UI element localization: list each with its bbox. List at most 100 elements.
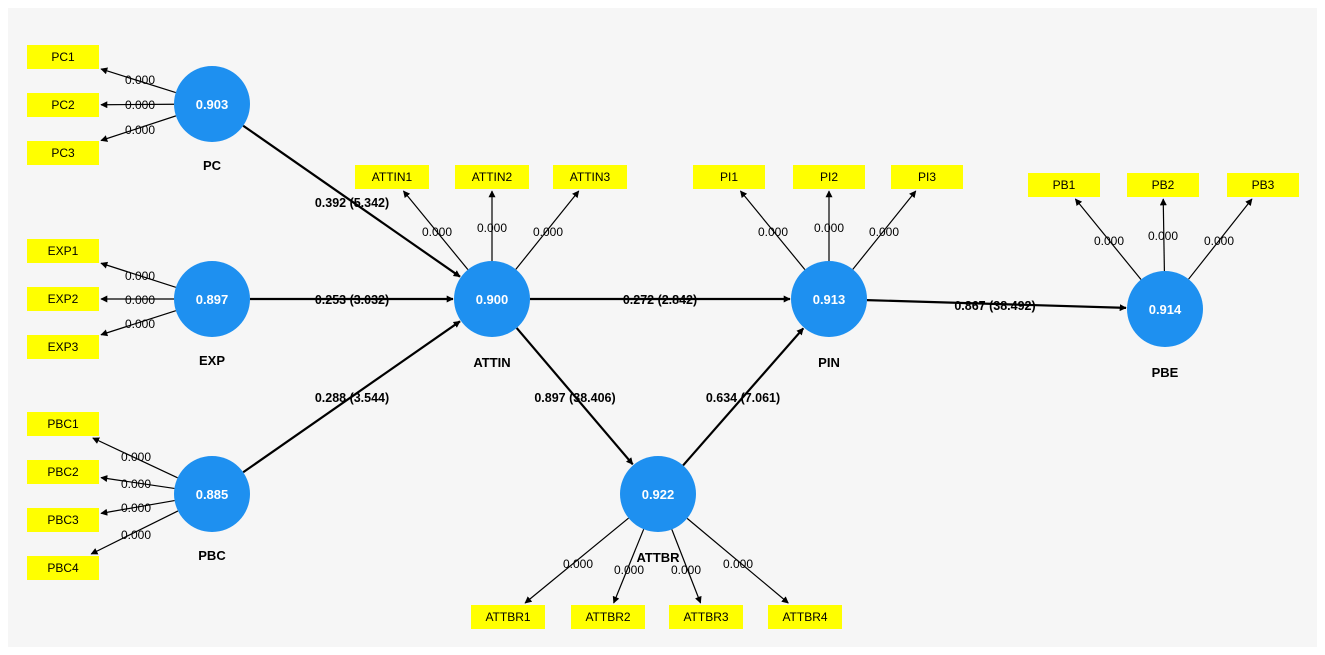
indicator-box [27,45,99,69]
path-coefficient-attin-pin: 0.272 (2.842) [623,293,697,307]
indicator-box [693,165,765,189]
indicator-pb3[interactable]: PB3 [1227,173,1299,197]
construct-r2-value: 0.885 [196,487,229,502]
loading-label-attin1: 0.000 [422,225,452,239]
indicator-pc3[interactable]: PC3 [27,141,99,165]
path-coefficient-exp-attin: 0.253 (3.032) [315,293,389,307]
loading-label-attbr3: 0.000 [671,563,701,577]
indicator-arrow-exp3 [100,310,177,337]
indicator-pbc1[interactable]: PBC1 [27,412,99,436]
indicator-pi3[interactable]: PI3 [891,165,963,189]
indicator-pbc3[interactable]: PBC3 [27,508,99,532]
indicator-label: PBC2 [47,465,79,479]
indicator-exp2[interactable]: EXP2 [27,287,99,311]
indicator-label: PBC1 [47,417,79,431]
loading-label-attbr1: 0.000 [563,557,593,571]
indicator-box [27,556,99,580]
construct-circle [1127,271,1203,347]
indicator-pc2[interactable]: PC2 [27,93,99,117]
indicator-attbr2[interactable]: ATTBR2 [571,605,645,629]
indicator-label: PI3 [918,170,936,184]
indicator-box [1028,173,1100,197]
indicator-arrow-attbr3 [671,529,702,604]
path-coefficient-pc-attin: 0.392 (5.342) [315,196,389,210]
indicator-arrow-attbr2 [612,528,645,604]
indicator-attin1[interactable]: ATTIN1 [355,165,429,189]
indicator-label: ATTBR4 [782,610,827,624]
path-arrow-attbr-pin[interactable] [682,327,805,467]
indicator-attin3[interactable]: ATTIN3 [553,165,627,189]
indicator-pc1[interactable]: PC1 [27,45,99,69]
indicator-label: PB2 [1152,178,1175,192]
loading-label-attbr4: 0.000 [723,557,753,571]
indicator-pbc2[interactable]: PBC2 [27,460,99,484]
construct-r2-value: 0.897 [196,292,229,307]
indicator-pi2[interactable]: PI2 [793,165,865,189]
construct-name-pbc: PBC [198,548,226,563]
loading-label-pi2: 0.000 [814,221,844,235]
indicator-attbr4[interactable]: ATTBR4 [768,605,842,629]
indicator-exp3[interactable]: EXP3 [27,335,99,359]
indicator-label: PC2 [51,98,75,112]
indicator-box [27,287,99,311]
indicator-attin2[interactable]: ATTIN2 [455,165,529,189]
indicator-label: PI1 [720,170,738,184]
indicator-arrow-attin1 [403,190,469,270]
path-arrow-pc-attin[interactable] [242,124,461,278]
indicator-pb2[interactable]: PB2 [1127,173,1199,197]
indicator-pb1[interactable]: PB1 [1028,173,1100,197]
loading-label-exp2: 0.000 [125,293,155,307]
indicator-label: PB3 [1252,178,1275,192]
path-coefficient-attbr-pin: 0.634 (7.061) [706,391,780,405]
indicator-label: EXP2 [48,292,79,306]
path-arrow-attin-attbr[interactable] [515,327,634,466]
construct-name-exp: EXP [199,353,225,368]
indicator-box [471,605,545,629]
indicator-attbr3[interactable]: ATTBR3 [669,605,743,629]
indicator-arrow-attin3 [515,190,580,270]
indicator-box [27,141,99,165]
construct-name-pc: PC [203,158,222,173]
loading-label-pbc3: 0.000 [121,501,151,515]
path-arrow-pin-pbe[interactable] [866,299,1127,312]
construct-name-attbr: ATTBR [636,550,680,565]
construct-circle [174,261,250,337]
indicator-pbc4[interactable]: PBC4 [27,556,99,580]
indicator-arrow-pbc3 [100,499,175,516]
construct-circle [174,66,250,142]
construct-circle [791,261,867,337]
indicator-box [455,165,529,189]
construct-r2-value: 0.914 [1149,302,1182,317]
indicator-label: ATTIN2 [472,170,513,184]
loading-label-pb3: 0.000 [1204,234,1234,248]
indicator-label: PC1 [51,50,75,64]
indicator-label: ATTIN1 [372,170,413,184]
construct-name-pin: PIN [818,355,840,370]
indicator-arrow-pb1 [1074,198,1142,280]
indicator-label: EXP1 [48,244,79,258]
path-arrow-pbc-attin[interactable] [242,320,461,474]
indicator-attbr1[interactable]: ATTBR1 [471,605,545,629]
indicator-arrow-pb3 [1188,198,1253,280]
indicator-box [27,508,99,532]
indicator-arrow-attbr1 [524,517,629,604]
loading-label-pc2: 0.000 [125,98,155,112]
indicator-arrow-pi1 [740,190,806,270]
indicator-arrow-pc3 [100,115,177,142]
indicator-pi1[interactable]: PI1 [693,165,765,189]
indicator-arrow-pbc4 [90,510,179,555]
indicator-arrow-pb2 [1159,198,1167,272]
indicator-box [1127,173,1199,197]
indicator-exp1[interactable]: EXP1 [27,239,99,263]
loading-label-pbc1: 0.000 [121,450,151,464]
indicator-arrow-pbc2 [100,475,175,490]
indicator-arrow-attbr4 [686,517,789,604]
